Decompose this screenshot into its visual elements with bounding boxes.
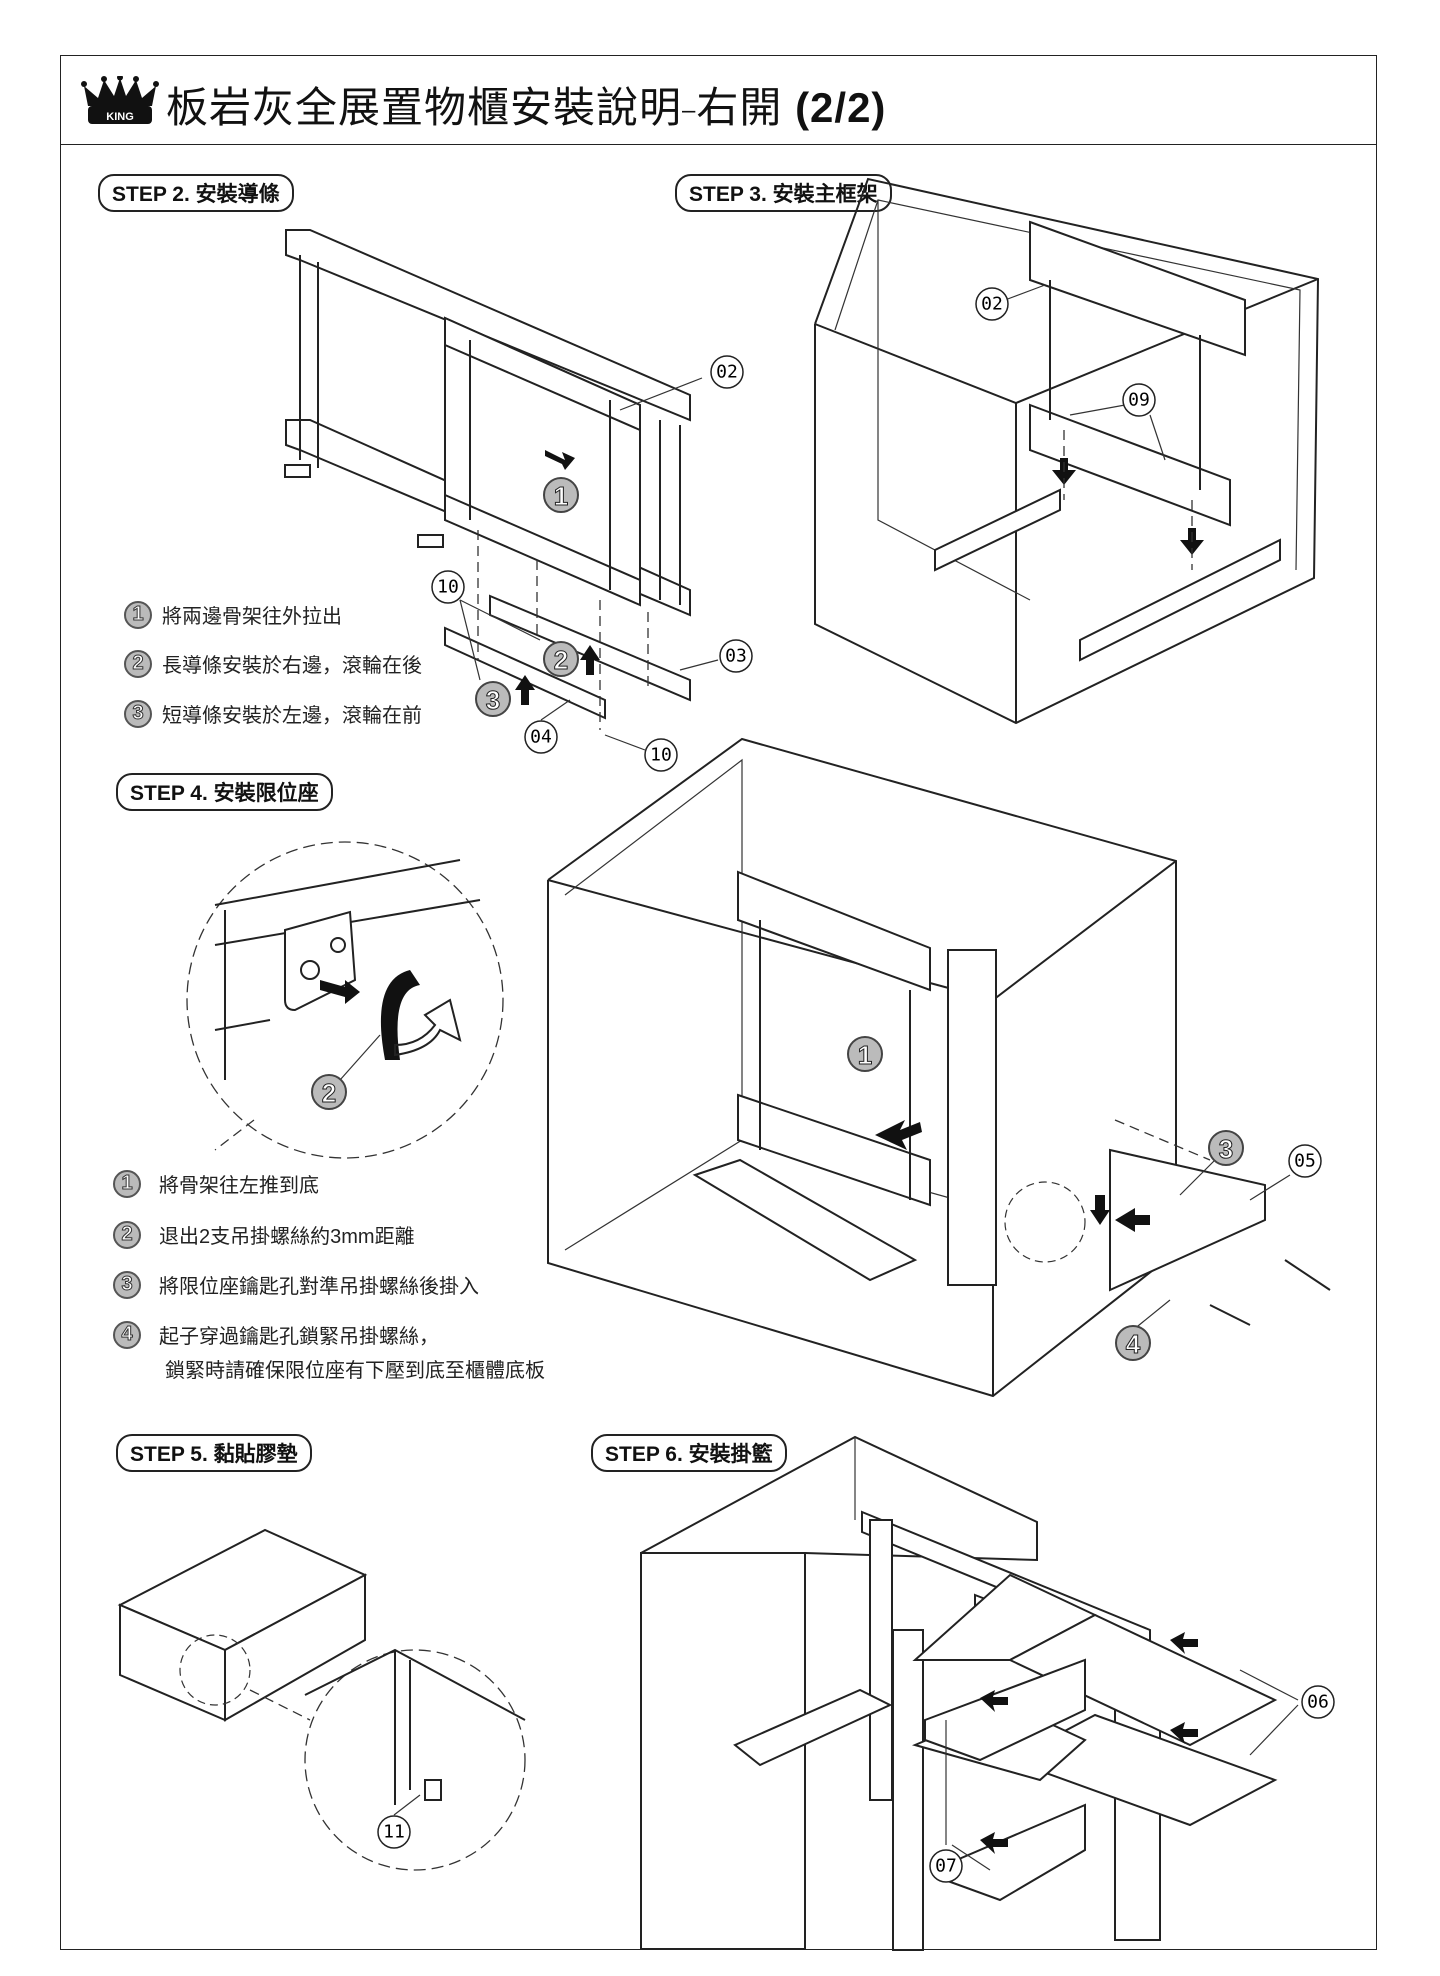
step2-marker-2: 2 bbox=[543, 641, 579, 677]
svg-text:1: 1 bbox=[858, 1040, 872, 1070]
svg-text:1: 1 bbox=[554, 481, 568, 511]
svg-text:03: 03 bbox=[725, 646, 747, 667]
king-crown-logo: KING bbox=[81, 76, 159, 124]
step6-cabinet-drawing bbox=[640, 1435, 1299, 1951]
svg-text:10: 10 bbox=[437, 577, 459, 598]
svg-text:3: 3 bbox=[486, 685, 500, 715]
svg-text:09: 09 bbox=[1128, 390, 1150, 411]
svg-text:10: 10 bbox=[650, 745, 672, 766]
callout-10-step2-bottom: 10 bbox=[644, 738, 678, 772]
svg-text:05: 05 bbox=[1294, 1151, 1316, 1172]
callout-07: 07 bbox=[929, 1849, 963, 1883]
step4-marker-1: 1 bbox=[847, 1036, 883, 1072]
svg-text:3: 3 bbox=[1219, 1134, 1233, 1164]
callout-06: 06 bbox=[1301, 1685, 1335, 1719]
svg-text:06: 06 bbox=[1307, 1692, 1329, 1713]
callout-11: 11 bbox=[377, 1815, 411, 1849]
page-title: 板岩灰全展置物櫃安裝說明–右開 (2/2) bbox=[166, 84, 887, 131]
step4-marker-3: 3 bbox=[1208, 1130, 1244, 1166]
callout-05: 05 bbox=[1288, 1144, 1322, 1178]
step2-label: STEP 2. 安裝導條 bbox=[98, 174, 294, 212]
callout-02-step3: 02 bbox=[975, 287, 1009, 321]
step4-instruction-4-line2: 鎖緊時請確保限位座有下壓到底至櫃體底板 bbox=[165, 1360, 545, 1382]
step6-label: STEP 6. 安裝掛籃 bbox=[591, 1434, 787, 1472]
step3-label: STEP 3. 安裝主框架 bbox=[675, 174, 892, 212]
step5-basket-drawing bbox=[117, 1528, 526, 1871]
step2-marker-1: 1 bbox=[543, 477, 579, 513]
step4-detail-drawing bbox=[186, 841, 504, 1159]
callout-02-step2: 02 bbox=[710, 355, 744, 389]
callout-10-step2-top: 10 bbox=[431, 570, 465, 604]
step3-cabinet-drawing bbox=[814, 177, 1320, 725]
step2-marker-3: 3 bbox=[475, 681, 511, 717]
svg-text:2: 2 bbox=[322, 1078, 336, 1108]
svg-text:02: 02 bbox=[981, 294, 1003, 315]
step4-cabinet-drawing bbox=[547, 737, 1331, 1398]
svg-text:2: 2 bbox=[554, 645, 568, 675]
step5-label: STEP 5. 黏貼膠墊 bbox=[116, 1434, 312, 1472]
step4-marker-4: 4 bbox=[1115, 1325, 1151, 1361]
header-divider bbox=[60, 144, 1377, 145]
svg-text:KING: KING bbox=[106, 111, 134, 123]
callout-03: 03 bbox=[719, 639, 753, 673]
step4-marker-2: 2 bbox=[311, 1074, 347, 1110]
svg-text:11: 11 bbox=[383, 1822, 405, 1843]
svg-text:4: 4 bbox=[1126, 1329, 1141, 1359]
step4-label: STEP 4. 安裝限位座 bbox=[116, 773, 333, 811]
callout-04: 04 bbox=[524, 720, 558, 754]
svg-text:07: 07 bbox=[935, 1856, 957, 1877]
svg-text:04: 04 bbox=[530, 727, 552, 748]
step2-frame-drawing bbox=[284, 229, 719, 751]
callout-09: 09 bbox=[1122, 383, 1156, 417]
svg-text:02: 02 bbox=[716, 362, 738, 383]
